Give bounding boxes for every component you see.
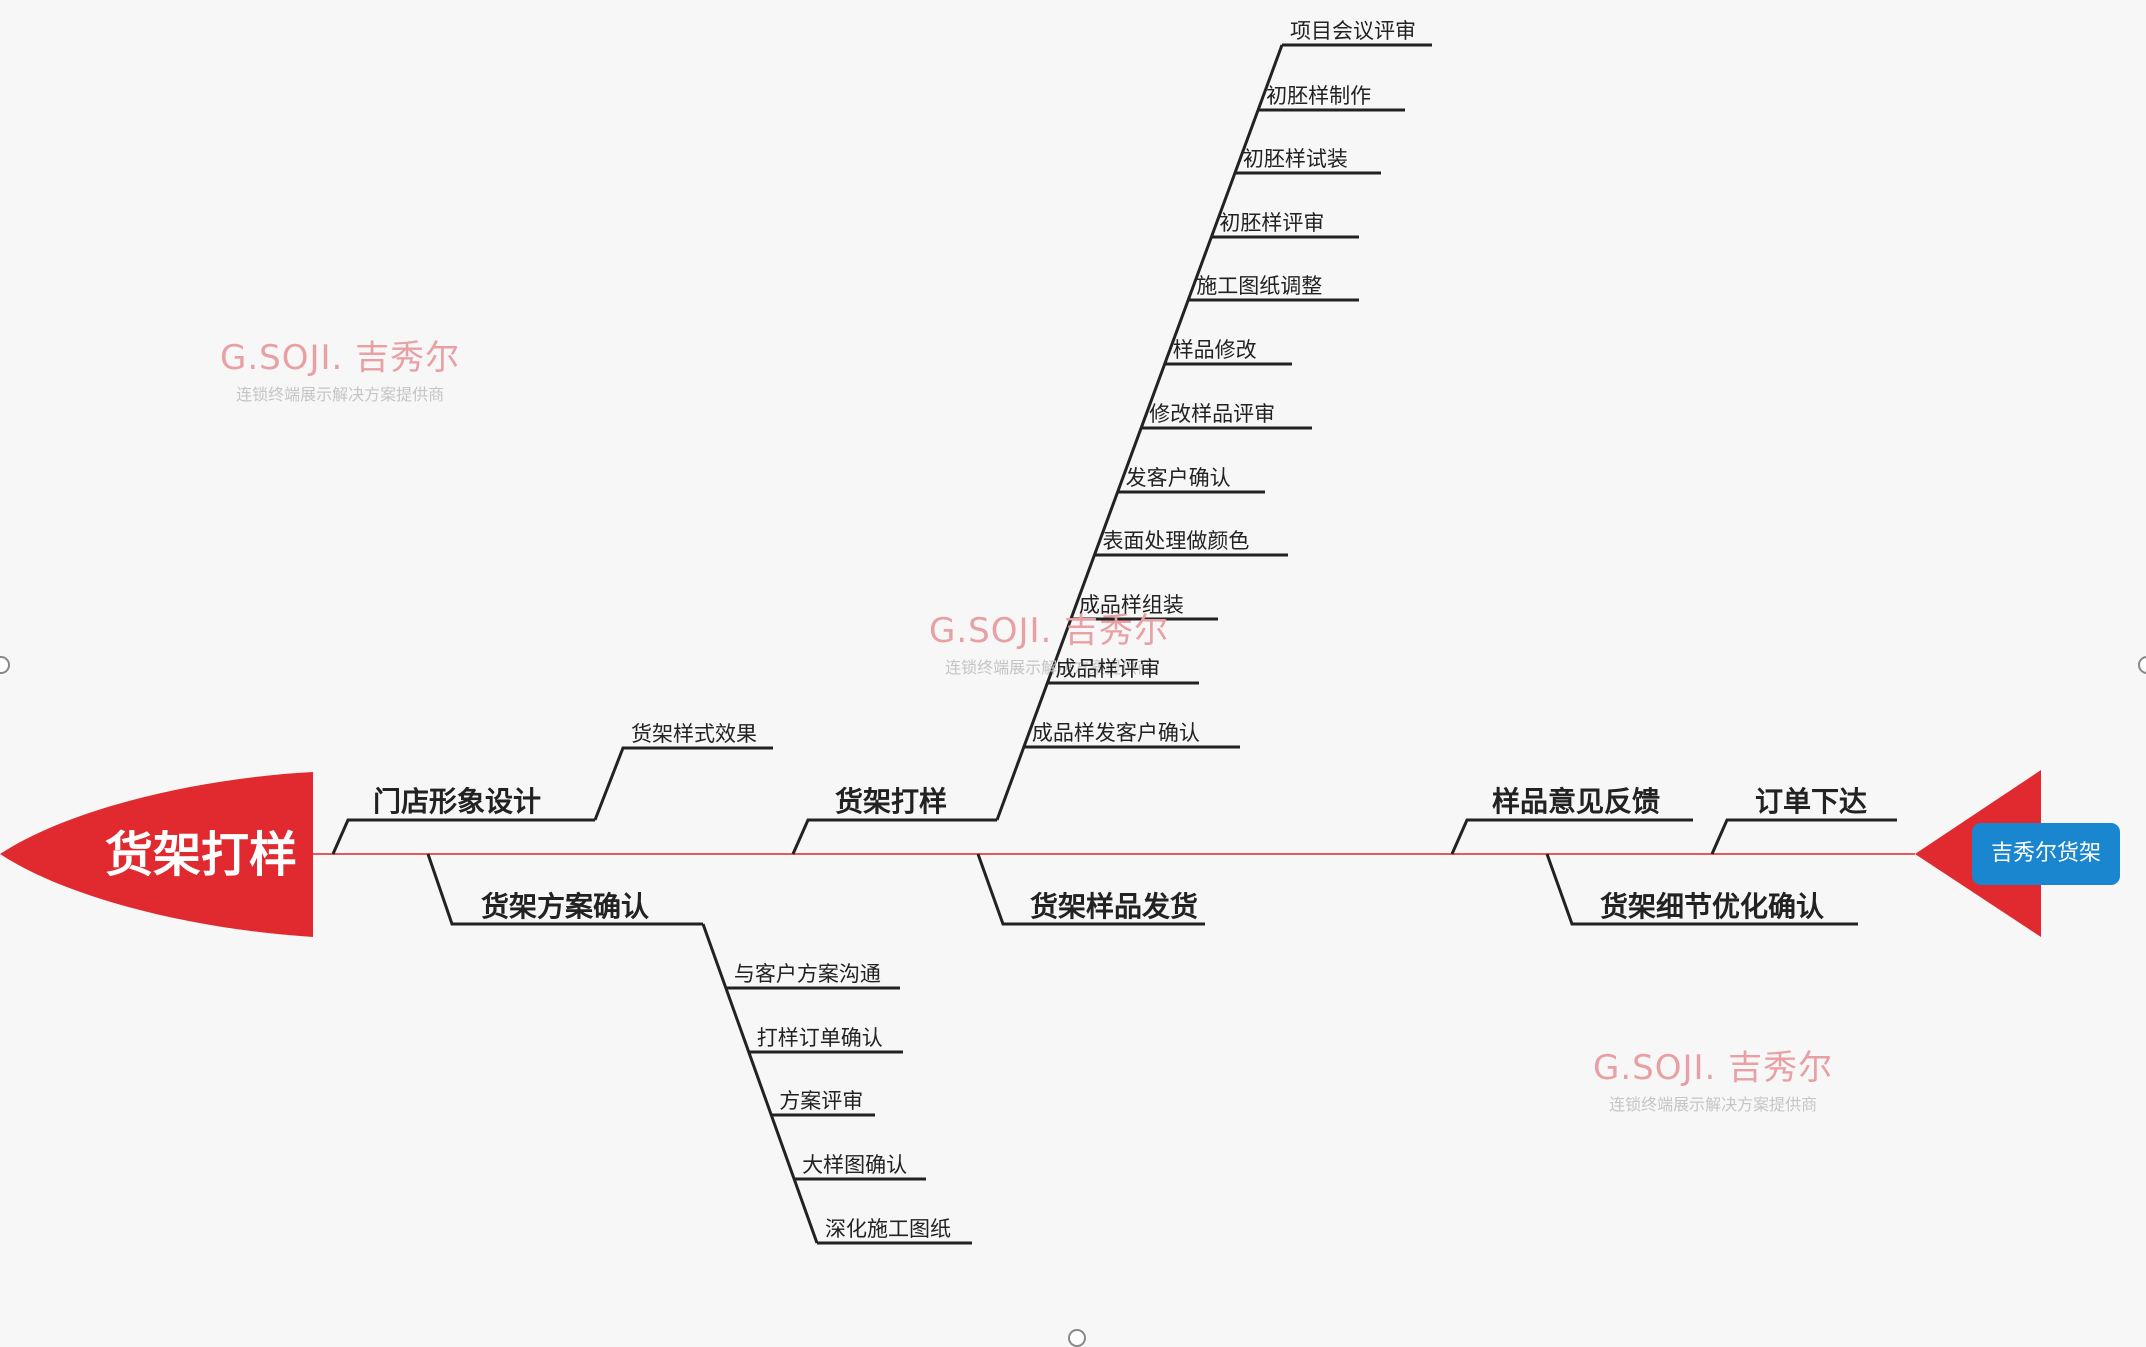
resize-handle-left[interactable] xyxy=(0,656,10,674)
branch-feedback[interactable]: 样品意见反馈 xyxy=(1492,785,1661,818)
watermark-1: G.SOJI. 吉秀尔 连锁终端展示解决方案提供商 xyxy=(220,330,460,405)
branch-shelf-sampling[interactable]: 货架打样 xyxy=(835,785,948,818)
watermark-subtitle: 连锁终端展示解决方案提供商 xyxy=(1609,1095,1818,1114)
sub-sampling-5[interactable]: 样品修改 xyxy=(1172,338,1257,362)
watermark-logo: G.SOJI. 吉秀尔 xyxy=(220,338,461,378)
sub-sampling-1[interactable]: 初胚样制作 xyxy=(1266,84,1372,108)
branch-order[interactable]: 订单下达 xyxy=(1755,785,1868,818)
sub-sampling-7[interactable]: 发客户确认 xyxy=(1125,466,1231,490)
watermark-2: G.SOJI. 吉秀尔 连锁终端展示解决方案提供商 xyxy=(929,603,1169,678)
watermark-logo: G.SOJI. 吉秀尔 xyxy=(929,611,1170,651)
resize-handle-bottom[interactable] xyxy=(1068,1329,1086,1347)
sub-store-design-0[interactable]: 货架样式效果 xyxy=(631,722,757,746)
bone-plan-confirm xyxy=(426,853,703,926)
watermark-subtitle: 连锁终端展示解决方案提供商 xyxy=(236,385,445,404)
branch-store-design[interactable]: 门店形象设计 xyxy=(373,785,542,818)
bone-store-design xyxy=(331,818,595,855)
resize-handle-right[interactable] xyxy=(2138,656,2146,674)
watermark-3: G.SOJI. 吉秀尔 连锁终端展示解决方案提供商 xyxy=(1593,1040,1833,1115)
sub-sampling-3[interactable]: 初胚样评审 xyxy=(1219,211,1325,235)
watermark-logo: G.SOJI. 吉秀尔 xyxy=(1593,1048,1834,1088)
sub-plan-3[interactable]: 大样图确认 xyxy=(802,1153,908,1177)
sub-plan-0[interactable]: 与客户方案沟通 xyxy=(733,962,881,986)
sub-sampling-10[interactable]: 成品样评审 xyxy=(1055,657,1161,681)
branch-plan-confirm[interactable]: 货架方案确认 xyxy=(481,890,650,923)
branch-sample-ship[interactable]: 货架样品发货 xyxy=(1030,890,1199,923)
fish-head-label: 货架打样 xyxy=(105,827,298,883)
branch-detail-confirm[interactable]: 货架细节优化确认 xyxy=(1600,890,1825,923)
sub-sampling-11[interactable]: 成品样发客户确认 xyxy=(1031,721,1200,745)
sub-sampling-2[interactable]: 初胚样试装 xyxy=(1242,147,1348,171)
fish-head-shape xyxy=(0,772,313,937)
sub-sampling-4[interactable]: 施工图纸调整 xyxy=(1196,274,1323,298)
bone-order xyxy=(1710,818,1897,855)
sub-sampling-8[interactable]: 表面处理做颜色 xyxy=(1102,529,1250,553)
sub-plan-1[interactable]: 打样订单确认 xyxy=(756,1026,883,1050)
bone-feedback xyxy=(1450,818,1693,855)
bone-detail-confirm xyxy=(1545,853,1858,926)
sub-sampling-6[interactable]: 修改样品评审 xyxy=(1149,402,1276,426)
sub-sampling-0[interactable]: 项目会议评审 xyxy=(1290,19,1416,43)
tail-badge[interactable]: 吉秀尔货架 xyxy=(1972,823,2120,885)
bone-plan-stem xyxy=(701,923,819,1244)
bone-shelf-sampling xyxy=(791,818,997,855)
sub-plan-4[interactable]: 深化施工图纸 xyxy=(825,1217,951,1241)
bone-style-effect xyxy=(593,746,773,821)
bone-sampling-stem xyxy=(995,44,1284,821)
bone-sample-ship xyxy=(976,853,1205,926)
watermark-subtitle: 连锁终端展示解决方案提供商 xyxy=(945,658,1154,677)
sub-sampling-9[interactable]: 成品样组装 xyxy=(1078,593,1184,617)
sub-plan-2[interactable]: 方案评审 xyxy=(779,1089,864,1113)
